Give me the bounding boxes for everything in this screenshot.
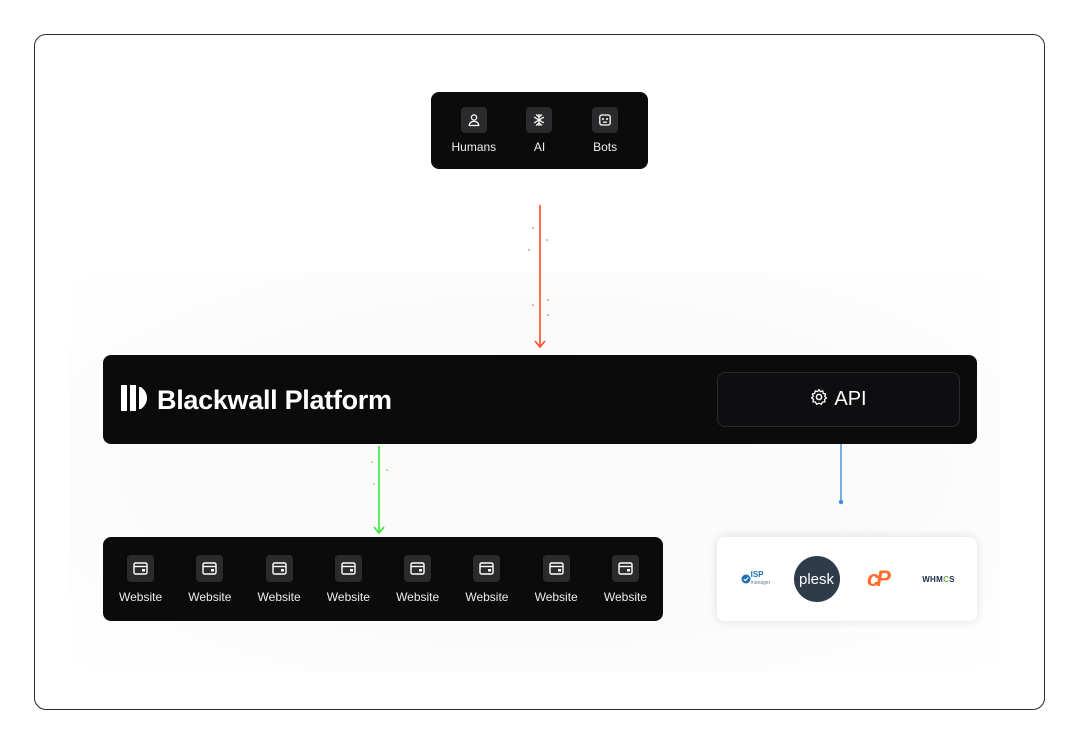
api-label: API [834, 388, 867, 410]
browser-window-icon [196, 554, 224, 582]
platform-title: Blackwall Platform [157, 385, 392, 415]
whmcs-accent: C [943, 574, 950, 584]
inbound-traffic-arrow [528, 205, 549, 349]
website-label: Website [188, 589, 232, 604]
website-item: Website [603, 554, 647, 604]
browser-window-icon [334, 554, 362, 582]
website-label: Website [465, 589, 509, 604]
blackwall-logo-icon [121, 384, 147, 417]
source-label: Humans [451, 140, 497, 154]
isp-sub-label: manager [750, 580, 771, 586]
person-icon [460, 107, 487, 133]
outbound-traffic-arrow [371, 446, 388, 535]
bot-icon [592, 107, 619, 133]
isp-label: ISP [750, 570, 764, 579]
whmcs-logo: WHMCS [916, 556, 962, 602]
gear-icon [810, 388, 828, 411]
platform-logo: Blackwall Platform [121, 384, 392, 417]
traffic-sources-panel: Humans AI Bots [431, 92, 648, 169]
check-badge-icon [741, 574, 751, 584]
plesk-logo: plesk [793, 556, 840, 602]
browser-window-icon [404, 554, 432, 582]
website-item: Website [257, 554, 301, 604]
website-label: Website [257, 589, 301, 604]
browser-window-icon [473, 554, 501, 582]
plesk-label: plesk [798, 570, 835, 588]
browser-window-icon [265, 554, 293, 582]
website-item: Website [119, 554, 163, 604]
source-ai: AI [509, 107, 569, 154]
source-bots: Bots [575, 107, 635, 154]
website-label: Website [603, 589, 647, 604]
website-label: Website [534, 589, 578, 604]
website-item: Website [465, 554, 509, 604]
website-item: Website [396, 554, 440, 604]
browser-window-icon [611, 554, 639, 582]
website-item: Website [534, 554, 578, 604]
cpanel-logo: cP [855, 556, 901, 602]
website-item: Website [188, 554, 232, 604]
browser-window-icon [542, 554, 570, 582]
whmcs-suffix: S [949, 574, 955, 584]
whmcs-prefix: WHM [922, 574, 944, 584]
browser-window-icon [127, 554, 155, 582]
website-label: Website [396, 589, 440, 604]
websites-panel: Website Website Website Website Website … [103, 537, 663, 621]
ai-chip-icon [526, 107, 553, 133]
source-humans: Humans [444, 107, 504, 154]
api-button[interactable]: API [717, 372, 960, 427]
cpanel-label: cP [867, 566, 891, 591]
website-item: Website [326, 554, 370, 604]
website-label: Website [119, 589, 163, 604]
website-label: Website [326, 589, 370, 604]
source-label: AI [533, 140, 546, 154]
source-label: Bots [593, 140, 618, 154]
blackwall-platform-bar: Blackwall Platform API [103, 355, 977, 444]
